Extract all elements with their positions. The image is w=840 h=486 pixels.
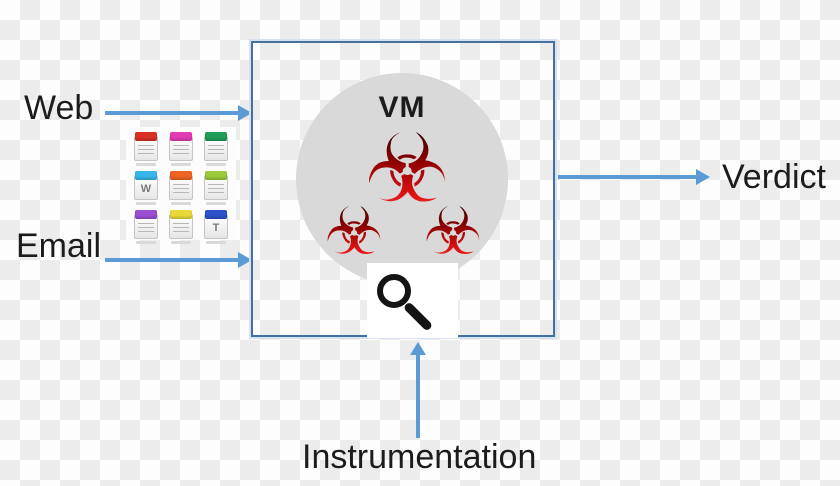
- file-tab: [170, 132, 192, 141]
- file-type-icon: W: [133, 171, 159, 200]
- instrumentation-arrow-line: [416, 353, 420, 438]
- biohazard-icon: ☣: [364, 114, 450, 225]
- file-cell: [133, 132, 159, 166]
- file-tab: [135, 210, 157, 219]
- file-type-icon: T: [203, 210, 229, 239]
- file-tab: [170, 210, 192, 219]
- file-cell: [168, 171, 194, 205]
- file-tab: [205, 210, 227, 219]
- file-lines: [138, 145, 154, 156]
- file-caption: [171, 163, 191, 166]
- file-lines: [208, 145, 224, 156]
- file-caption: [171, 241, 191, 244]
- vm-circle: [296, 73, 508, 285]
- file-cell: T: [203, 210, 229, 244]
- biohazard-icon: ☣: [423, 193, 483, 270]
- file-caption: [171, 202, 191, 205]
- biohazard-icon: ☣: [324, 193, 384, 270]
- file-cell: [203, 171, 229, 205]
- instrumentation-arrow-head-icon: [410, 342, 426, 355]
- file-lines: [173, 223, 189, 234]
- file-samples-grid: W T: [126, 127, 236, 244]
- verdict-arrow-head-icon: [696, 169, 710, 185]
- file-glyph: W: [140, 183, 152, 195]
- file-caption: [136, 202, 156, 205]
- verdict-label: Verdict: [722, 158, 826, 196]
- vm-label: VM: [378, 91, 426, 124]
- file-cell: [203, 132, 229, 166]
- file-tab: [205, 171, 227, 180]
- file-cell: [133, 210, 159, 244]
- verdict-arrow-line: [558, 175, 696, 179]
- file-lines: [208, 184, 224, 195]
- email-label: Email: [16, 227, 102, 265]
- web-arrow-line: [105, 111, 238, 115]
- file-caption: [206, 163, 226, 166]
- file-caption: [206, 241, 226, 244]
- file-tab: [205, 132, 227, 141]
- web-arrow-head-icon: [238, 105, 252, 121]
- file-tab: [135, 171, 157, 180]
- email-arrow-head-icon: [238, 252, 252, 268]
- file-cell: [168, 132, 194, 166]
- file-caption: [136, 163, 156, 166]
- file-type-icon: [133, 132, 159, 161]
- file-tab: [170, 171, 192, 180]
- instrumentation-label: Instrumentation: [302, 438, 537, 476]
- file-glyph: T: [212, 222, 220, 234]
- file-lines: [173, 145, 189, 156]
- file-type-icon: [133, 210, 159, 239]
- web-label: Web: [24, 89, 94, 127]
- file-type-icon: [203, 171, 229, 200]
- magnifier-icon: [377, 274, 411, 308]
- file-type-icon: [203, 132, 229, 161]
- file-type-icon: [168, 132, 194, 161]
- file-type-icon: [168, 210, 194, 239]
- file-cell: [168, 210, 194, 244]
- file-lines: [173, 184, 189, 195]
- file-caption: [206, 202, 226, 205]
- file-type-icon: [168, 171, 194, 200]
- file-cell: W: [133, 171, 159, 205]
- file-caption: [136, 241, 156, 244]
- file-tab: [135, 132, 157, 141]
- email-arrow-line: [105, 258, 238, 262]
- file-lines: [138, 223, 154, 234]
